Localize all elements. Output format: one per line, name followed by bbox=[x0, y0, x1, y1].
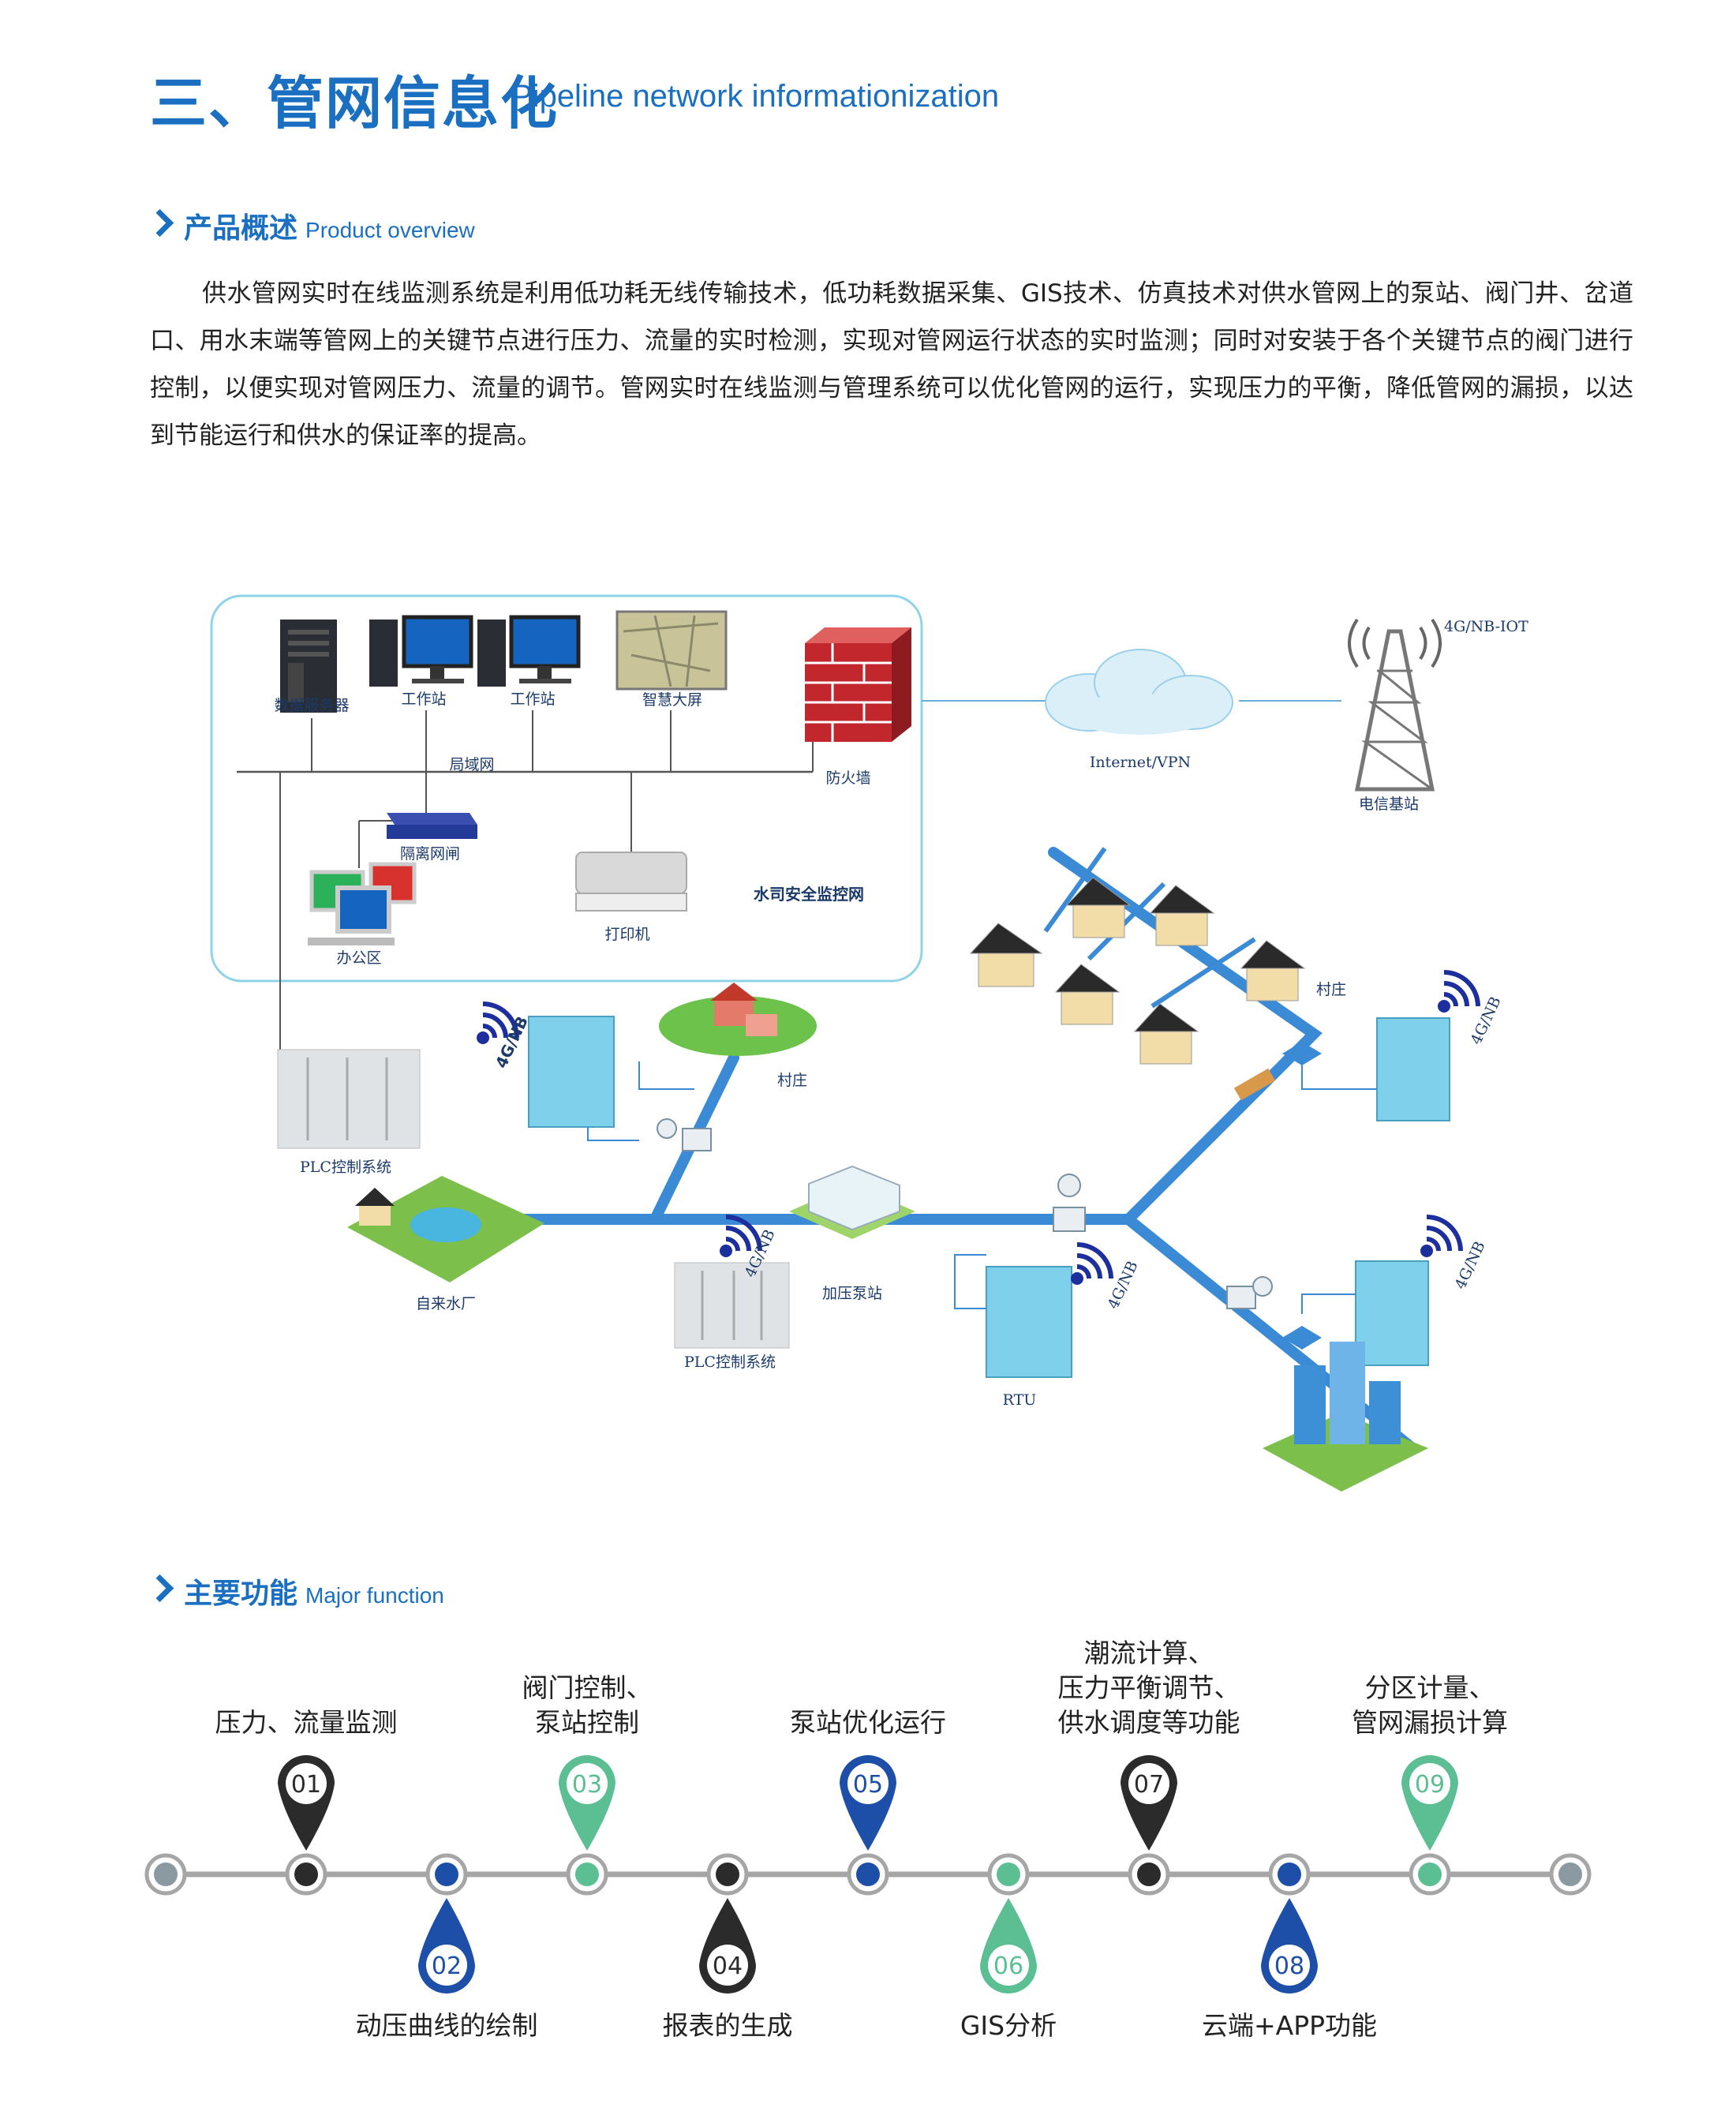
village-icon bbox=[659, 983, 817, 1056]
function-label-01: 压力、流量监测 bbox=[215, 1707, 398, 1738]
waterplant-label: 自来水厂 bbox=[416, 1295, 476, 1312]
village-branch-pipes bbox=[1043, 847, 1256, 1009]
function-label-09: 分区计量、管网漏损计算 bbox=[1352, 1672, 1508, 1738]
marker-pin-icon: 03 bbox=[559, 1755, 615, 1851]
rtu-box-icon bbox=[528, 1016, 1450, 1378]
tower-label: 电信基站 bbox=[1359, 796, 1419, 813]
bigscreen-label: 智慧大屏 bbox=[642, 691, 702, 709]
timeline-node bbox=[425, 1853, 468, 1896]
timeline-node bbox=[1128, 1853, 1170, 1896]
timeline-node bbox=[285, 1853, 327, 1896]
function-label-03: 阀门控制、泵站控制 bbox=[522, 1672, 653, 1738]
marker-pin-icon: 09 bbox=[1401, 1755, 1458, 1851]
overview-heading-cn: 产品概述 bbox=[184, 212, 298, 245]
page-title-en: Pipeline network informationization bbox=[511, 79, 1000, 114]
flow-meter-icon bbox=[657, 1118, 1273, 1309]
timeline-node bbox=[847, 1853, 889, 1896]
internet-label: Internet/VPN bbox=[1090, 754, 1191, 771]
timeline-node bbox=[1268, 1853, 1311, 1896]
marker-number: 09 bbox=[1415, 1771, 1445, 1799]
plc1-label: PLC控制系统 bbox=[300, 1159, 391, 1176]
house-icon bbox=[969, 877, 1306, 1065]
plc-cabinet-icon bbox=[277, 1049, 421, 1149]
marker-pin-icon: 01 bbox=[278, 1755, 335, 1851]
office-pc-icon bbox=[308, 862, 417, 945]
marker-pin-icon: 04 bbox=[699, 1898, 756, 1994]
timeline-node bbox=[706, 1853, 749, 1896]
workstation2-label: 工作站 bbox=[510, 691, 555, 708]
gateway-icon bbox=[387, 813, 477, 839]
marker-number: 01 bbox=[291, 1771, 321, 1799]
function-label-05: 泵站优化运行 bbox=[790, 1707, 946, 1738]
village1-label: 村庄 bbox=[777, 1072, 807, 1089]
water-plant-icon bbox=[347, 1176, 544, 1282]
wireless-signal-icon bbox=[477, 970, 1480, 1285]
marker-number: 05 bbox=[853, 1771, 883, 1799]
overview-heading-en: Product overview bbox=[305, 218, 475, 242]
rtu-label: RTU bbox=[1003, 1391, 1037, 1409]
function-label-07: 潮流计算、压力平衡调节、供水调度等功能 bbox=[1057, 1638, 1240, 1738]
nb5-label: 4G/NB bbox=[1452, 1239, 1489, 1293]
workstation-icon bbox=[369, 615, 473, 687]
functions-heading-en: Major function bbox=[305, 1583, 444, 1608]
timeline-node bbox=[987, 1853, 1030, 1896]
iot-label: 4G/NB-IOT bbox=[1444, 618, 1528, 635]
chevron-right-icon bbox=[145, 208, 174, 238]
cell-tower-icon bbox=[1348, 618, 1442, 792]
function-label-06: GIS分析 bbox=[960, 2010, 1057, 2041]
marker-pin-icon: 06 bbox=[980, 1898, 1037, 1994]
pump-station-icon bbox=[789, 1165, 915, 1239]
overview-text: 供水管网实时在线监测系统是利用低功耗无线传输技术，低功耗数据采集、GIS技术、仿… bbox=[150, 279, 1633, 450]
marker-pin-icon: 08 bbox=[1261, 1898, 1318, 1994]
timeline-node bbox=[1409, 1853, 1451, 1896]
secure-network-label: 水司安全监控网 bbox=[754, 885, 864, 904]
valve-icon bbox=[1282, 1042, 1322, 1350]
workstation-icon bbox=[477, 615, 581, 687]
plc2-label: PLC控制系统 bbox=[684, 1353, 776, 1371]
map-screen-icon bbox=[615, 610, 728, 691]
marker-number: 06 bbox=[993, 1952, 1023, 1980]
overview-heading: 产品概述 Product overview bbox=[145, 205, 475, 246]
timeline-node bbox=[1549, 1853, 1592, 1896]
marker-number: 08 bbox=[1274, 1952, 1304, 1980]
functions-heading-cn: 主要功能 bbox=[184, 1578, 298, 1610]
pumpstation-label: 加压泵站 bbox=[822, 1285, 882, 1302]
functions-heading: 主要功能 Major function bbox=[145, 1571, 444, 1612]
city-buildings-icon bbox=[1263, 1342, 1428, 1492]
system-diagram: 数据服务器 工作站 工作站 智慧大屏 防火墙 局域网 隔离网闸 bbox=[210, 594, 1528, 1492]
pressure-gauge-icon bbox=[1233, 1068, 1276, 1101]
server-icon bbox=[280, 620, 337, 713]
marker-pin-icon: 05 bbox=[840, 1755, 896, 1851]
printer-label: 打印机 bbox=[604, 926, 649, 943]
function-label-08: 云端+APP功能 bbox=[1201, 2010, 1378, 2041]
firewall-icon bbox=[805, 627, 911, 742]
function-label-04: 报表的生成 bbox=[662, 2010, 793, 2041]
lan-label: 局域网 bbox=[449, 756, 494, 773]
printer-icon bbox=[575, 852, 687, 912]
marker-number: 07 bbox=[1134, 1771, 1164, 1799]
function-timeline: 01 02 03 04 05 06 07 08 09 bbox=[144, 1755, 1592, 1994]
marker-pin-icon: 07 bbox=[1121, 1755, 1177, 1851]
server-label: 数据服务器 bbox=[274, 697, 349, 714]
village2-label: 村庄 bbox=[1316, 981, 1346, 998]
function-label-02: 动压曲线的绘制 bbox=[355, 2010, 538, 2041]
page-title: 三、管网信息化 bbox=[150, 70, 559, 137]
marker-number: 02 bbox=[432, 1952, 462, 1980]
firewall-label: 防火墙 bbox=[825, 769, 870, 787]
workstation1-label: 工作站 bbox=[401, 691, 446, 708]
office-label: 办公区 bbox=[336, 949, 381, 967]
plc-cabinet-icon bbox=[674, 1262, 790, 1349]
marker-number: 03 bbox=[572, 1771, 602, 1799]
chevron-right-icon bbox=[145, 1574, 174, 1603]
timeline-node bbox=[566, 1853, 608, 1896]
timeline-node bbox=[144, 1853, 187, 1896]
gateway-label: 隔离网闸 bbox=[400, 845, 460, 863]
nb4-label: 4G/NB bbox=[1468, 994, 1505, 1048]
marker-number: 04 bbox=[713, 1952, 743, 1980]
marker-pin-icon: 02 bbox=[418, 1898, 475, 1994]
secure-network-frame bbox=[210, 594, 923, 983]
cloud-icon bbox=[1045, 649, 1233, 735]
